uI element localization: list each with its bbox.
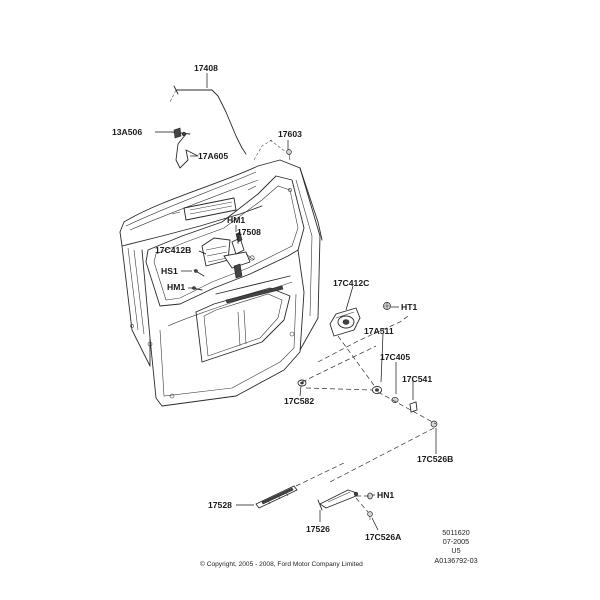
callout-17C412B: 17C412B xyxy=(155,245,191,255)
callout-17603: 17603 xyxy=(278,129,302,139)
reference-block: 5011620 07-2005 U5 A0136792-03 xyxy=(434,528,477,565)
callout-HM1-top: HM1 xyxy=(227,215,245,225)
leader-lines xyxy=(155,73,437,531)
callout-HT1: HT1 xyxy=(401,302,417,312)
reference-number: 5011620 xyxy=(442,528,469,537)
ht1-fastener xyxy=(383,302,391,310)
left-fasteners xyxy=(191,269,205,291)
callout-17C412C: 17C412C xyxy=(333,278,369,288)
wiper-arm xyxy=(317,489,373,520)
callout-17A511: 17A511 xyxy=(364,326,394,336)
washer-jet xyxy=(286,149,292,161)
reference-code: U5 xyxy=(451,546,460,555)
callout-17508: 17508 xyxy=(237,227,261,237)
illustration-id: A0136792-03 xyxy=(434,556,477,565)
callout-17C526B: 17C526B xyxy=(417,454,453,464)
callout-labels: 17408 13A506 17A605 17603 HM1 17508 17C4… xyxy=(112,63,453,542)
callout-17C582: 17C582 xyxy=(284,396,314,406)
callout-17526: 17526 xyxy=(306,524,330,534)
callout-17C526A: 17C526A xyxy=(365,532,401,542)
callout-HN1: HN1 xyxy=(377,490,394,500)
callout-17C405: 17C405 xyxy=(380,352,410,362)
liftgate-panel xyxy=(119,159,323,407)
callout-HM1-bottom: HM1 xyxy=(167,282,185,292)
reference-date: 07-2005 xyxy=(443,537,469,546)
wiper-blade xyxy=(255,485,298,509)
pivot-seal-stack xyxy=(297,379,438,428)
wiper-pivot-housing xyxy=(329,307,361,337)
wiper-motor xyxy=(201,231,255,279)
callout-HS1: HS1 xyxy=(161,266,178,276)
callout-13A506: 13A506 xyxy=(112,127,142,137)
washer-hose-assembly xyxy=(171,85,247,169)
callout-17A605: 17A605 xyxy=(198,151,228,161)
copyright-notice: © Copyright, 2005 - 2008, Ford Motor Com… xyxy=(200,560,363,568)
callout-17528: 17528 xyxy=(208,500,232,510)
alignment-lines xyxy=(169,89,437,513)
callout-17C541: 17C541 xyxy=(402,374,432,384)
callout-17408: 17408 xyxy=(194,63,218,73)
